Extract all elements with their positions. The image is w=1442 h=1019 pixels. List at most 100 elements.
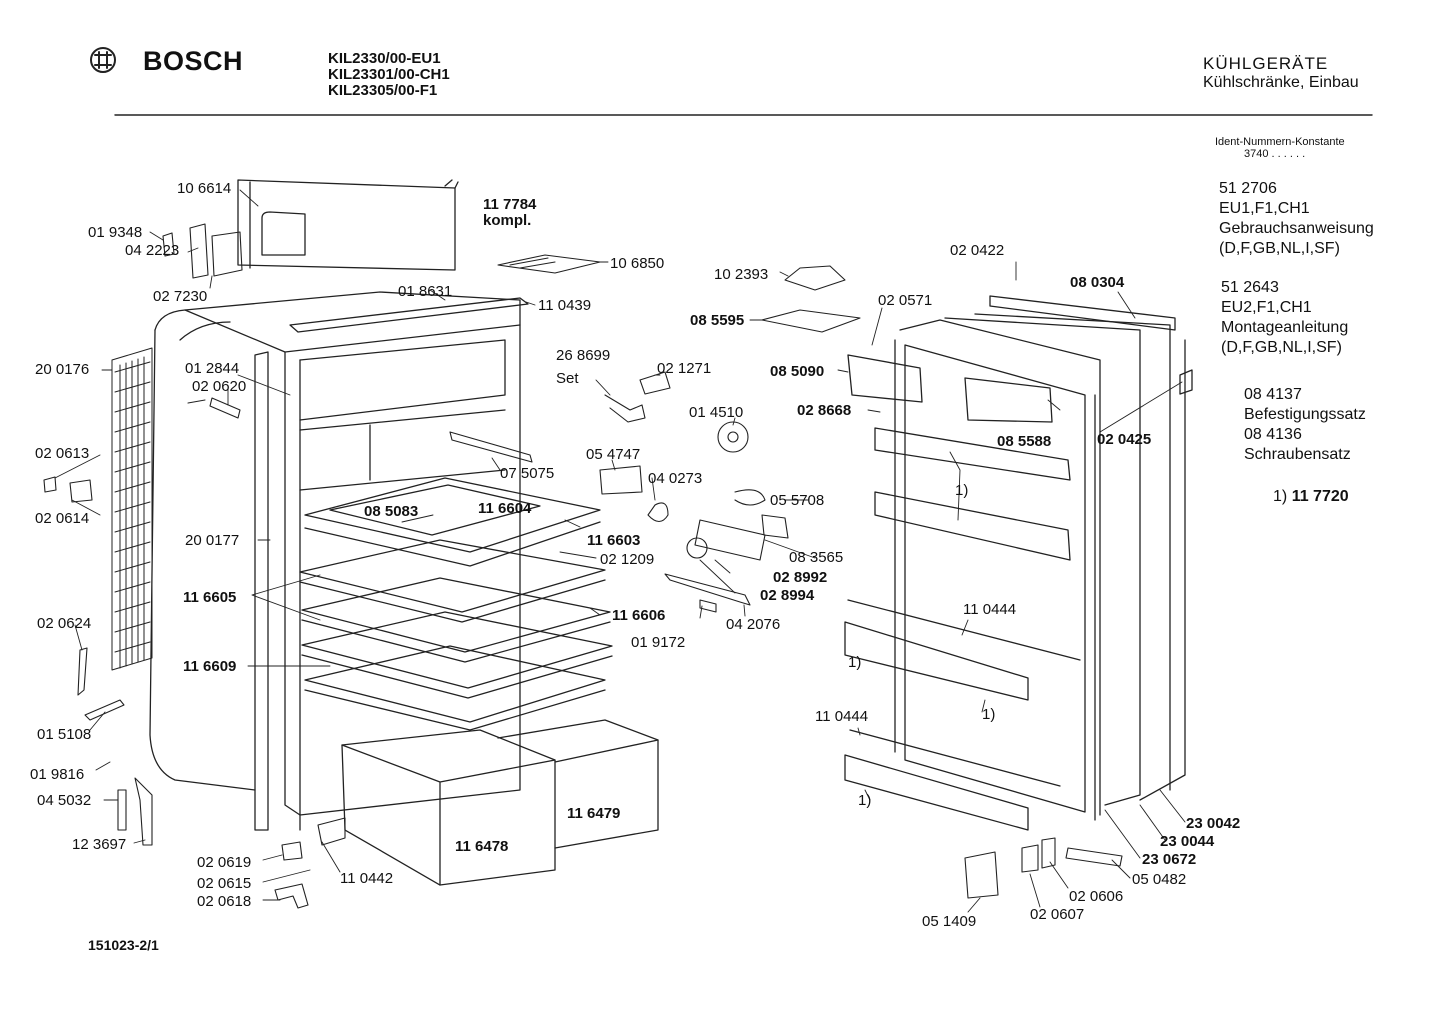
part-label: 01 5108 <box>37 726 92 743</box>
part-label: Set <box>556 370 579 387</box>
note-line: Schraubensatz <box>1244 446 1351 463</box>
ident-value: 3740 . . . . . . <box>1244 148 1306 160</box>
part-label: 02 7230 <box>153 288 208 305</box>
condenser-grid <box>111 347 153 671</box>
part-label: kompl. <box>483 212 532 229</box>
part-label: 02 0624 <box>37 615 92 632</box>
part-label: 10 6614 <box>177 180 232 197</box>
part-label: 01 9816 <box>30 766 85 783</box>
part-label: 02 0422 <box>950 242 1005 259</box>
crisper-drawers <box>341 719 659 886</box>
part-label: 02 0607 <box>1030 906 1085 923</box>
part-label: 23 0672 <box>1142 851 1197 868</box>
note-line: 51 2706 <box>1219 180 1277 197</box>
part-label: 11 0444 <box>963 601 1017 618</box>
note-line: 51 2643 <box>1221 279 1279 296</box>
part-label: 11 7784 <box>483 196 537 213</box>
footnote: 1) 11 7720 <box>1273 487 1349 507</box>
part-label: 11 6604 <box>478 500 532 517</box>
part-label: 11 6605 <box>183 589 237 606</box>
brand-name: BOSCH <box>143 46 244 76</box>
model-list: KIL2330/00-EU1 KIL23301/00-CH1 KIL23305/… <box>328 51 450 99</box>
part-label: 07 5075 <box>500 465 555 482</box>
part-label: 04 2223 <box>125 242 180 259</box>
part-label: 05 5708 <box>770 492 825 509</box>
part-label: 01 9348 <box>88 224 143 241</box>
note-line: Montageanleitung <box>1221 319 1349 336</box>
part-label: 01 4510 <box>689 404 744 421</box>
bosch-logo-icon <box>90 47 116 73</box>
part-label: 01 8631 <box>398 283 453 300</box>
part-label: 23 0044 <box>1160 833 1215 850</box>
ident-label: Ident-Nummern-Konstante <box>1215 136 1345 148</box>
note-line: EU2,F1,CH1 <box>1221 299 1312 316</box>
part-label: 11 6603 <box>587 532 641 549</box>
part-label: 01 2844 <box>185 360 240 377</box>
note-block: 51 2706 EU1,F1,CH1 Gebrauchsanweisung (D… <box>1219 179 1374 259</box>
part-label: 08 3565 <box>789 549 844 566</box>
part-label: 01 9172 <box>631 634 686 651</box>
part-label: 08 5090 <box>770 363 825 380</box>
part-label: 04 2076 <box>726 616 781 633</box>
part-label: 1) <box>982 706 996 723</box>
leader-lines <box>54 189 1186 913</box>
part-label: 05 4747 <box>586 446 641 463</box>
category-title: KÜHLGERÄTE <box>1203 54 1329 73</box>
part-label: 23 0042 <box>1186 815 1241 832</box>
part-label-spare: 1) <box>848 654 862 671</box>
part-label: 02 0619 <box>197 854 252 871</box>
part-label: 20 0176 <box>35 361 90 378</box>
part-label: 10 2393 <box>714 266 769 283</box>
note-line: 08 4137 <box>1244 386 1302 403</box>
model-number: KIL23305/00-F1 <box>328 82 438 99</box>
top-panel <box>237 179 529 333</box>
part-label: 11 6609 <box>183 658 237 675</box>
door-assembly <box>894 295 1193 821</box>
footnote-part: 11 7720 <box>1291 488 1349 505</box>
cabinet-body <box>149 291 521 831</box>
part-label: 02 8992 <box>773 569 828 586</box>
part-label: 02 1271 <box>657 360 712 377</box>
part-label: 10 6850 <box>610 255 665 272</box>
note-line: (D,F,GB,NL,I,SF) <box>1221 339 1342 356</box>
part-label: 11 0439 <box>538 297 592 314</box>
part-label: 11 6479 <box>567 805 621 822</box>
part-label: 11 6478 <box>455 838 509 855</box>
central-small-parts <box>449 371 789 613</box>
note-line: 08 4136 <box>1244 426 1302 443</box>
part-label: 1) <box>955 482 969 499</box>
part-label: 11 0442 <box>340 870 394 887</box>
note-block: 08 4137 Befestigungssatz 08 4136 Schraub… <box>1244 385 1366 465</box>
part-label: 04 5032 <box>37 792 92 809</box>
part-label: 02 0620 <box>192 378 247 395</box>
footnote-mark: 1) <box>1273 488 1288 505</box>
part-label: 02 0614 <box>35 510 90 527</box>
part-label: 08 5595 <box>690 312 745 329</box>
bottom-small-parts <box>43 397 1123 909</box>
model-number: KIL2330/00-EU1 <box>328 50 441 67</box>
part-label: 02 0425 <box>1097 431 1152 448</box>
part-label: 02 0615 <box>197 875 252 892</box>
category-subtitle: Kühlschränke, Einbau <box>1203 74 1359 91</box>
part-label: 08 0304 <box>1070 274 1125 291</box>
part-label: 20 0177 <box>185 532 240 549</box>
part-label: 08 5588 <box>997 433 1052 450</box>
part-label: 04 0273 <box>648 470 703 487</box>
part-label: 02 0618 <box>197 893 252 910</box>
document-number: 151023-2/1 <box>88 937 159 953</box>
note-line: EU1,F1,CH1 <box>1219 200 1310 217</box>
note-line: Gebrauchsanweisung <box>1219 220 1374 237</box>
part-label: 02 1209 <box>600 551 655 568</box>
part-label: 05 0482 <box>1132 871 1187 888</box>
glass-shelves <box>299 477 613 731</box>
part-label: 11 0444 <box>815 708 869 725</box>
note-line: Befestigungssatz <box>1244 406 1366 423</box>
model-number: KIL23301/00-CH1 <box>328 66 450 83</box>
part-label: 08 5083 <box>364 503 419 520</box>
part-label: 02 0613 <box>35 445 90 462</box>
part-label: 12 3697 <box>72 836 127 853</box>
note-block: 51 2643 EU2,F1,CH1 Montageanleitung (D,F… <box>1221 278 1348 358</box>
part-label: 02 0606 <box>1069 888 1124 905</box>
note-line: (D,F,GB,NL,I,SF) <box>1219 240 1340 257</box>
